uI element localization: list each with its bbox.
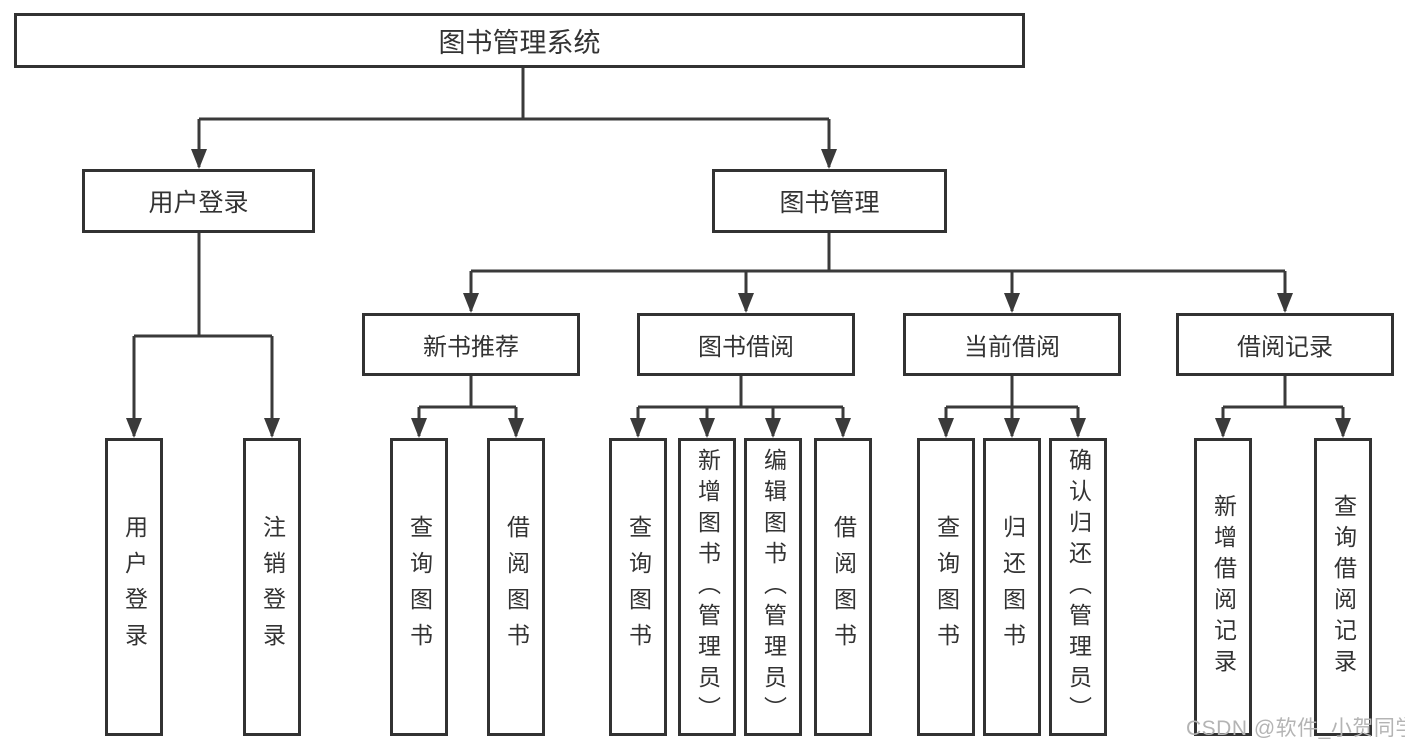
node-borrowing-query-books: 查询图书	[609, 438, 667, 736]
node-records-add-record: 新增借阅记录	[1194, 438, 1252, 736]
node-label: 新书推荐	[423, 334, 519, 361]
node-current-query-books: 查询图书	[917, 438, 975, 736]
node-label: 新增图书（管理员）	[694, 447, 721, 727]
node-label: 图书管理	[779, 189, 880, 217]
node-label: 图书管理系统	[438, 28, 601, 58]
node-user-login-func: 用户登录	[105, 438, 163, 736]
node-label: 用户登录	[148, 189, 249, 217]
node-borrowing-borrow-books: 借阅图书	[814, 438, 872, 736]
node-newbook-query-books: 查询图书	[390, 438, 448, 736]
node-label: 确认归还（管理员）	[1065, 447, 1092, 727]
node-logout-func: 注销登录	[243, 438, 301, 736]
node-label: 查询借阅记录	[1330, 494, 1357, 680]
node-records-query-record: 查询借阅记录	[1314, 438, 1372, 736]
node-new-book-recommend: 新书推荐	[362, 313, 580, 376]
node-label: 当前借阅	[964, 334, 1060, 361]
node-label: 归还图书	[999, 515, 1026, 659]
node-library-management-system: 图书管理系统	[14, 13, 1025, 68]
node-label: 编辑图书（管理员）	[760, 447, 787, 727]
node-label: 查询图书	[625, 515, 652, 659]
node-current-confirm-return-admin: 确认归还（管理员）	[1049, 438, 1107, 736]
node-book-borrowing: 图书借阅	[637, 313, 855, 376]
node-borrowing-add-books-admin: 新增图书（管理员）	[678, 438, 736, 736]
csdn-watermark: CSDN @软件_小贺同学	[1186, 717, 1405, 740]
node-label: 用户登录	[121, 515, 148, 659]
node-label: 借阅图书	[830, 515, 857, 659]
node-borrowing-edit-books-admin: 编辑图书（管理员）	[744, 438, 802, 736]
node-label: 借阅记录	[1237, 334, 1333, 361]
node-label: 查询图书	[933, 515, 960, 659]
node-current-borrowing: 当前借阅	[903, 313, 1121, 376]
node-user-login: 用户登录	[82, 169, 315, 233]
node-label: 借阅图书	[503, 515, 530, 659]
node-label: 注销登录	[259, 515, 286, 659]
node-borrowing-records: 借阅记录	[1176, 313, 1394, 376]
node-book-management: 图书管理	[712, 169, 947, 233]
node-label: 图书借阅	[698, 334, 794, 361]
node-current-return-books: 归还图书	[983, 438, 1041, 736]
node-label: 新增借阅记录	[1210, 494, 1237, 680]
node-newbook-borrow-books: 借阅图书	[487, 438, 545, 736]
node-label: 查询图书	[406, 515, 433, 659]
